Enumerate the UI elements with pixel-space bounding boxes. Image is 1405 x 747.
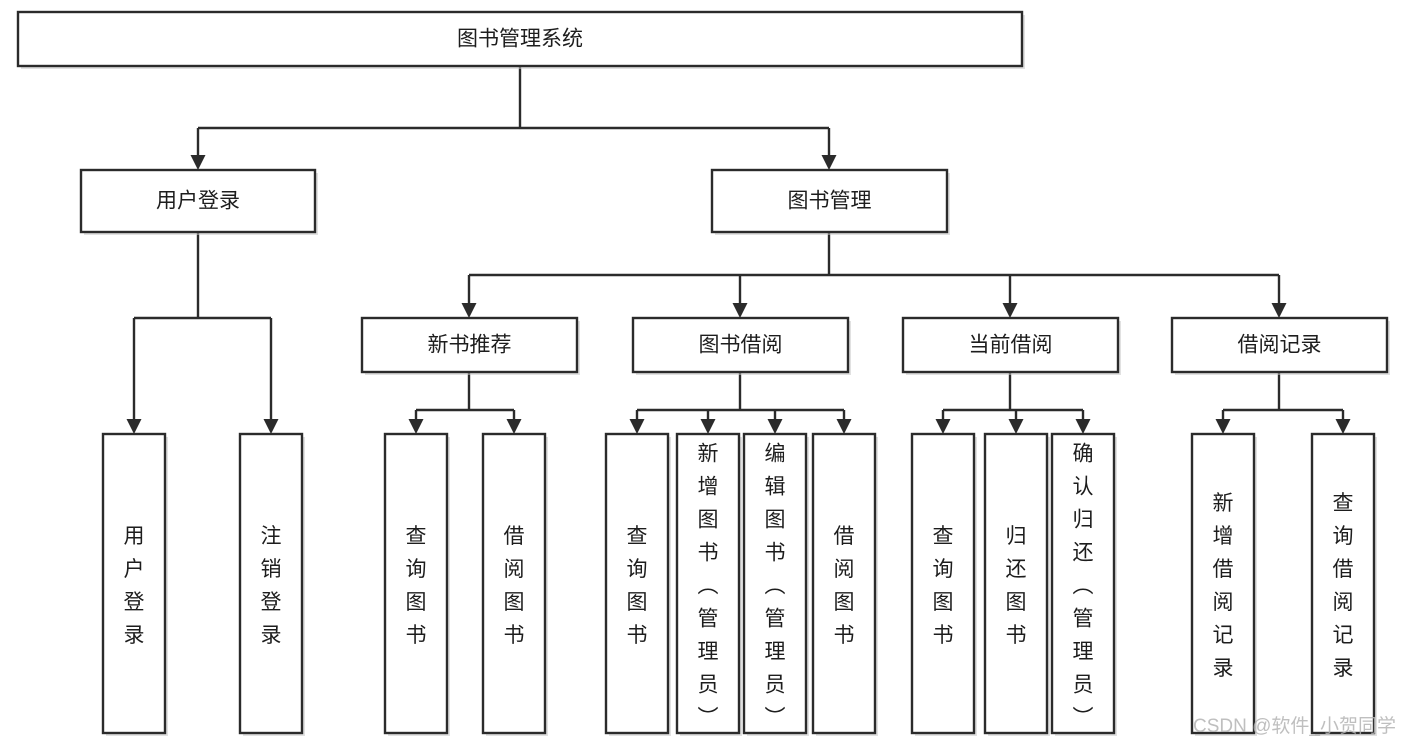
node-layer: 图书管理系统用户登录图书管理新书推荐图书借阅当前借阅借阅记录用户登录注销登录查询… (16, 10, 1390, 736)
node-book-management[interactable]: 图书管理 (710, 168, 950, 235)
leaf-edit-book-admin-label: 编辑图书︵管理员︶ (765, 443, 786, 730)
leaf-borrow-book-recommend-label: 借阅图书 (504, 525, 525, 647)
leaf-add-book-admin-label: 新增图书︵管理员︶ (698, 443, 719, 730)
leaf-add-borrow-record[interactable]: 新增借阅记录 (1190, 432, 1257, 736)
node-user-login[interactable]: 用户登录 (79, 168, 318, 235)
leaf-query-borrow-record[interactable]: 查询借阅记录 (1310, 432, 1377, 736)
leaf-query-borrow-record-rect[interactable] (1310, 432, 1376, 735)
node-current-borrow[interactable]: 当前借阅 (901, 316, 1121, 375)
connector-borrow-record-to-leaves (1215, 372, 1351, 434)
leaf-confirm-return-admin-rect[interactable] (1050, 432, 1116, 735)
leaf-query-book-borrow-label: 查询图书 (627, 525, 648, 647)
connector-book-management-to-level3 (461, 232, 1287, 318)
leaf-user-logout[interactable]: 注销登录 (238, 432, 305, 736)
node-new-book-recommend-label: 新书推荐 (428, 334, 512, 357)
node-new-book-recommend[interactable]: 新书推荐 (360, 316, 580, 375)
leaf-query-book-recommend[interactable]: 查询图书 (383, 432, 450, 736)
node-book-management-rect[interactable] (710, 168, 949, 234)
connector-user-login-to-leaves (126, 232, 279, 434)
connector-current-borrow-to-leaves (935, 372, 1091, 434)
node-root-library-system[interactable]: 图书管理系统 (16, 10, 1025, 69)
leaf-borrow-book[interactable]: 借阅图书 (811, 432, 878, 736)
node-root-library-system-label: 图书管理系统 (457, 28, 583, 51)
leaf-user-login-label: 用户登录 (124, 525, 145, 647)
node-current-borrow-rect[interactable] (901, 316, 1120, 374)
node-borrow-record[interactable]: 借阅记录 (1170, 316, 1390, 375)
node-new-book-recommend-rect[interactable] (360, 316, 579, 374)
leaf-user-login-rect[interactable] (101, 432, 167, 735)
leaf-edit-book-admin[interactable]: 编辑图书︵管理员︶ (742, 432, 809, 736)
node-book-borrow-label: 图书借阅 (699, 334, 783, 357)
leaf-query-book-recommend-rect[interactable] (383, 432, 449, 735)
node-root-library-system-rect[interactable] (16, 10, 1024, 68)
leaf-query-book-recommend-label: 查询图书 (406, 525, 427, 647)
leaf-return-book[interactable]: 归还图书 (983, 432, 1050, 736)
node-book-borrow-rect[interactable] (631, 316, 850, 374)
leaf-query-borrow-record-label: 查询借阅记录 (1333, 492, 1354, 680)
leaf-user-logout-label: 注销登录 (261, 525, 282, 647)
leaf-user-login[interactable]: 用户登录 (101, 432, 168, 736)
leaf-query-book-current-rect[interactable] (910, 432, 976, 735)
leaf-user-logout-rect[interactable] (238, 432, 304, 735)
leaf-query-book-current[interactable]: 查询图书 (910, 432, 977, 736)
leaf-borrow-book-label: 借阅图书 (834, 525, 855, 647)
leaf-query-book-borrow[interactable]: 查询图书 (604, 432, 671, 736)
leaf-borrow-book-recommend[interactable]: 借阅图书 (481, 432, 548, 736)
leaf-add-book-admin-rect[interactable] (675, 432, 741, 735)
node-book-management-label: 图书管理 (788, 190, 872, 213)
leaf-borrow-book-recommend-rect[interactable] (481, 432, 547, 735)
connector-book-borrow-to-leaves (629, 372, 852, 434)
leaf-confirm-return-admin-label: 确认归还︵管理员︶ (1073, 443, 1094, 730)
leaf-edit-book-admin-rect[interactable] (742, 432, 808, 735)
leaf-add-book-admin[interactable]: 新增图书︵管理员︶ (675, 432, 742, 736)
leaf-return-book-rect[interactable] (983, 432, 1049, 735)
connector-new-book-to-leaves (408, 372, 522, 434)
leaf-add-borrow-record-label: 新增借阅记录 (1213, 492, 1234, 680)
csdn-watermark: CSDN @软件_小贺同学 (1193, 715, 1396, 737)
connector-layer (126, 66, 1351, 434)
node-user-login-label: 用户登录 (156, 190, 240, 213)
node-book-borrow[interactable]: 图书借阅 (631, 316, 851, 375)
node-borrow-record-label: 借阅记录 (1238, 334, 1322, 357)
leaf-add-borrow-record-rect[interactable] (1190, 432, 1256, 735)
connector-root-to-level2 (190, 66, 837, 170)
leaf-borrow-book-rect[interactable] (811, 432, 877, 735)
leaf-return-book-label: 归还图书 (1006, 525, 1027, 647)
node-current-borrow-label: 当前借阅 (969, 334, 1053, 357)
leaf-query-book-current-label: 查询图书 (933, 525, 954, 647)
node-user-login-rect[interactable] (79, 168, 317, 234)
leaf-query-book-borrow-rect[interactable] (604, 432, 670, 735)
leaf-confirm-return-admin[interactable]: 确认归还︵管理员︶ (1050, 432, 1117, 736)
node-borrow-record-rect[interactable] (1170, 316, 1389, 374)
